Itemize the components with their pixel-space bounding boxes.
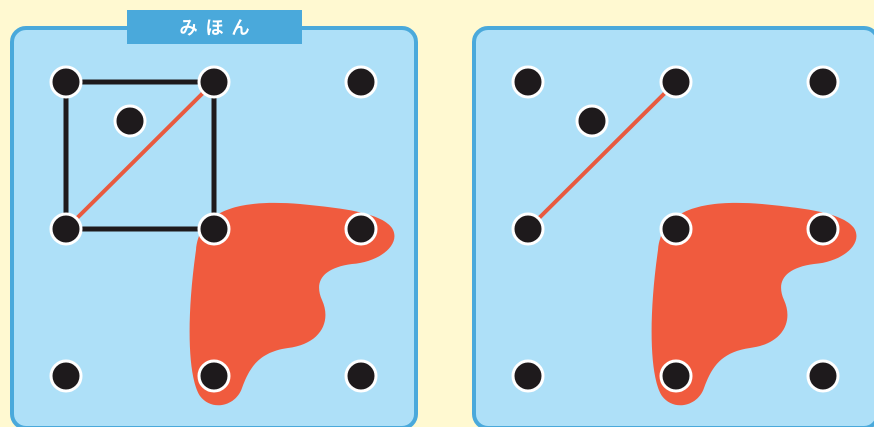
peg-dot: [346, 214, 376, 244]
sample-board: [12, 28, 416, 427]
peg-dot: [346, 67, 376, 97]
peg-dot[interactable]: [661, 214, 691, 244]
peg-dot[interactable]: [808, 214, 838, 244]
sample-label: みほん: [127, 10, 302, 44]
peg-dot: [51, 214, 81, 244]
peg-dot: [199, 67, 229, 97]
peg-dot: [346, 361, 376, 391]
peg-dot: [51, 361, 81, 391]
peg-dot[interactable]: [577, 106, 607, 136]
peg-dot: [115, 106, 145, 136]
peg-dot: [51, 67, 81, 97]
peg-dot[interactable]: [661, 361, 691, 391]
peg-dot[interactable]: [513, 67, 543, 97]
peg-dot[interactable]: [513, 361, 543, 391]
peg-dot: [199, 361, 229, 391]
peg-dot[interactable]: [661, 67, 691, 97]
answer-board: [474, 28, 874, 427]
peg-dot: [199, 214, 229, 244]
peg-dot[interactable]: [808, 361, 838, 391]
peg-dot[interactable]: [808, 67, 838, 97]
peg-dot[interactable]: [513, 214, 543, 244]
